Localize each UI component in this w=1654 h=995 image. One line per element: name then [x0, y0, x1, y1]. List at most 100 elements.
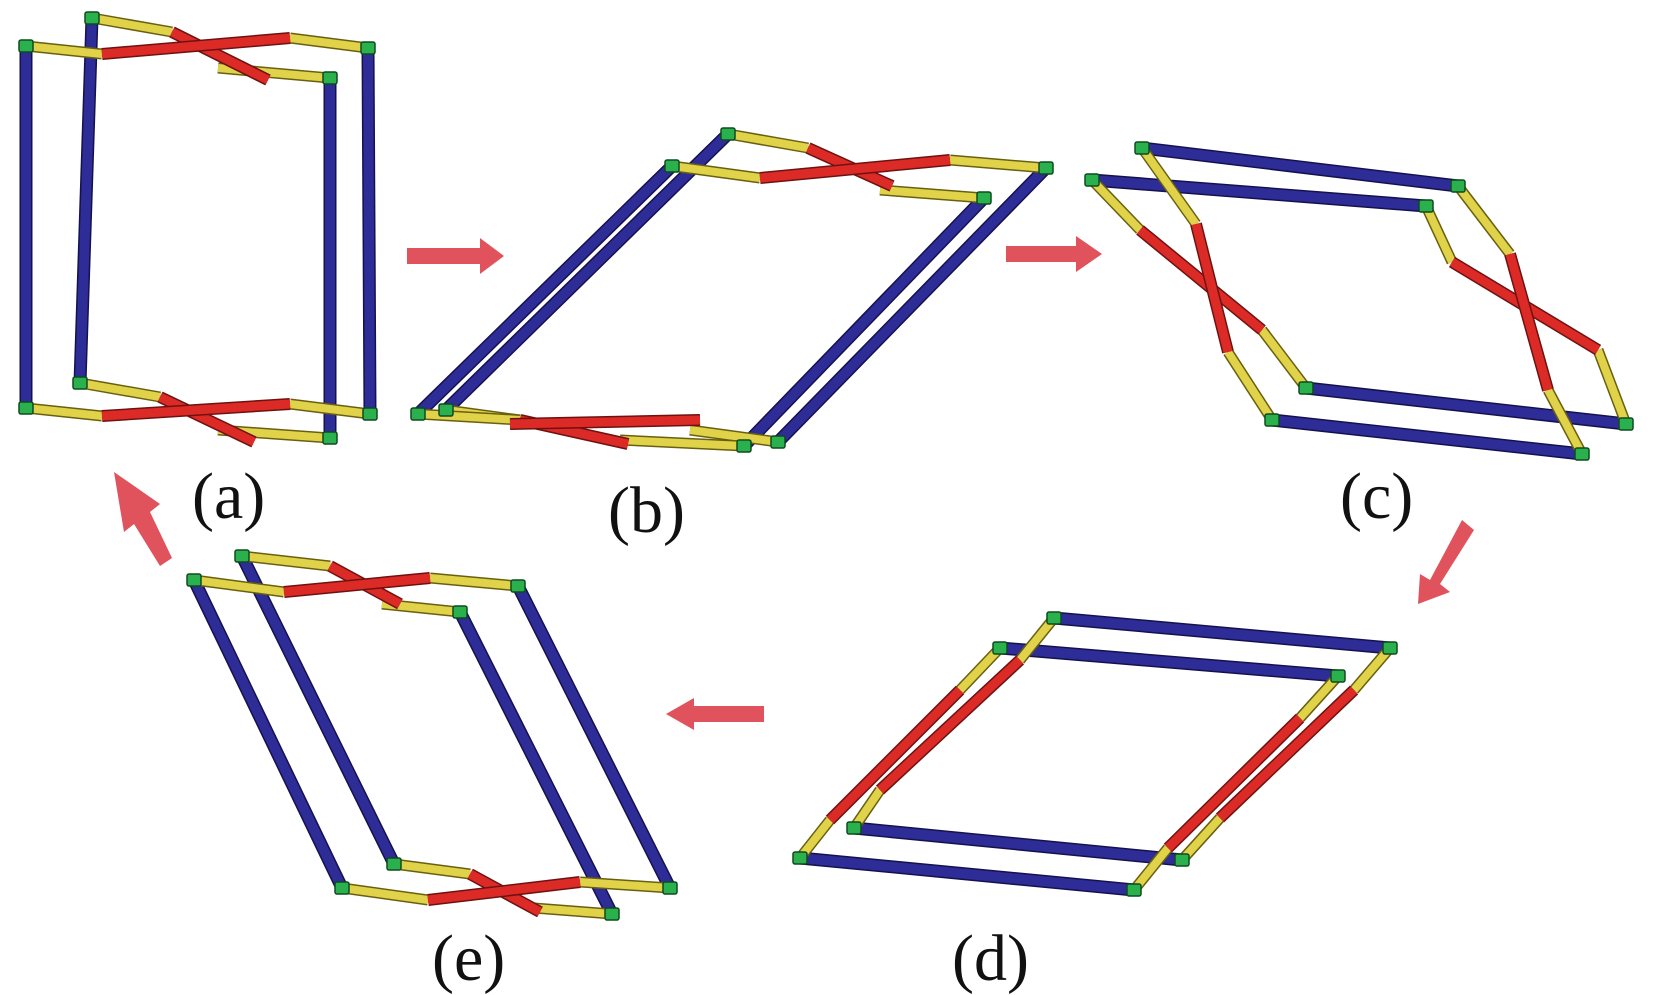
link-bar	[1016, 615, 1058, 663]
link-bar	[1422, 204, 1456, 264]
joint-node	[976, 191, 992, 205]
link-bar	[241, 552, 331, 570]
joint-node	[322, 71, 338, 85]
joint-node	[1046, 611, 1062, 625]
link-bar	[1454, 183, 1514, 257]
link-bar	[1130, 845, 1172, 893]
panel-b-label: (b)	[608, 474, 685, 547]
joint-node	[72, 376, 88, 390]
joint-node	[1298, 381, 1314, 395]
joint-node	[604, 907, 620, 921]
joint-node	[234, 549, 250, 563]
link-bar	[579, 878, 671, 892]
link-bar	[1258, 327, 1310, 391]
link-bar	[417, 410, 521, 424]
arrow-a-to-b	[407, 238, 504, 274]
joint-node	[1418, 199, 1434, 213]
cross-bar	[826, 686, 964, 824]
link-bar	[289, 34, 369, 52]
joint-node	[18, 39, 34, 53]
joint-node	[510, 579, 526, 593]
joint-node	[662, 881, 678, 895]
frame-bar	[1053, 613, 1391, 653]
link-bar	[193, 576, 285, 596]
link-bar	[1297, 673, 1341, 721]
joint-node	[1126, 883, 1142, 897]
arrow-b-to-c	[1006, 236, 1102, 272]
joint-node	[846, 821, 862, 835]
panel-d-label: (d)	[952, 922, 1029, 995]
link-bar	[341, 884, 429, 904]
joint-node	[438, 403, 454, 417]
joint-node	[1084, 173, 1100, 187]
cross-bar	[876, 656, 1024, 794]
cross-bar	[101, 399, 291, 421]
joint-node	[452, 605, 468, 619]
joint-node	[1264, 413, 1280, 427]
link-bar	[1138, 145, 1200, 227]
panel-a-mechanism	[18, 11, 378, 448]
frame-bar	[1091, 175, 1427, 211]
frame-bar	[1141, 143, 1459, 191]
joint-node	[1382, 641, 1398, 655]
joint-node	[1330, 669, 1346, 683]
frame-bar	[363, 47, 375, 415]
link-bar	[1544, 388, 1586, 456]
frame-bar	[1271, 415, 1583, 459]
frame-bar	[455, 609, 617, 917]
link-bar	[25, 42, 103, 58]
arrow-e-to-a	[114, 472, 172, 566]
link-bar	[79, 379, 161, 401]
link-bar	[1089, 177, 1143, 233]
joint-node	[322, 431, 338, 445]
link-bar	[1224, 349, 1276, 423]
link-bar	[91, 14, 173, 36]
joint-node	[360, 41, 376, 55]
joint-node	[770, 435, 786, 449]
link-bar	[533, 904, 613, 918]
joint-node	[84, 11, 100, 25]
joint-node	[664, 159, 680, 173]
joint-node	[792, 851, 808, 865]
link-bar	[1350, 645, 1394, 693]
frame-bar	[1305, 383, 1627, 429]
joint-node	[186, 573, 202, 587]
panel-a-label: (a)	[192, 460, 265, 533]
joint-node	[992, 641, 1008, 655]
frame-bar	[799, 853, 1135, 895]
frame-bar	[75, 17, 97, 384]
frame-bar	[774, 164, 1050, 446]
cross-bar	[283, 573, 431, 597]
cross-bar	[427, 877, 581, 905]
cross-bar	[158, 392, 256, 447]
link-bar	[429, 574, 519, 590]
link-bar	[689, 426, 779, 446]
panel-c-mechanism	[1084, 141, 1634, 461]
frame-bar	[513, 583, 675, 891]
link-bar	[671, 162, 761, 182]
panel-d-mechanism	[792, 611, 1398, 897]
cross-bar	[1505, 252, 1553, 392]
joint-node	[18, 401, 34, 415]
panel-e-label: (e)	[432, 922, 505, 995]
joint-node	[334, 881, 350, 895]
frame-bar	[414, 162, 676, 418]
joint-node	[1450, 179, 1466, 193]
cross-bar	[169, 27, 271, 85]
link-bar	[289, 400, 371, 418]
joint-node	[720, 127, 736, 141]
panel-b-mechanism	[410, 127, 1054, 453]
frame-bar	[189, 577, 347, 891]
frame-bar	[237, 553, 399, 867]
joint-node	[1618, 417, 1634, 431]
cross-bar	[509, 415, 701, 429]
cross-bar	[1137, 226, 1265, 334]
joint-node	[362, 407, 378, 421]
joint-node	[386, 857, 402, 871]
link-bar	[879, 186, 985, 202]
cross-bar	[1191, 222, 1233, 354]
joint-node	[1038, 161, 1054, 175]
link-bar	[1179, 815, 1223, 863]
cross-bar	[101, 33, 291, 59]
